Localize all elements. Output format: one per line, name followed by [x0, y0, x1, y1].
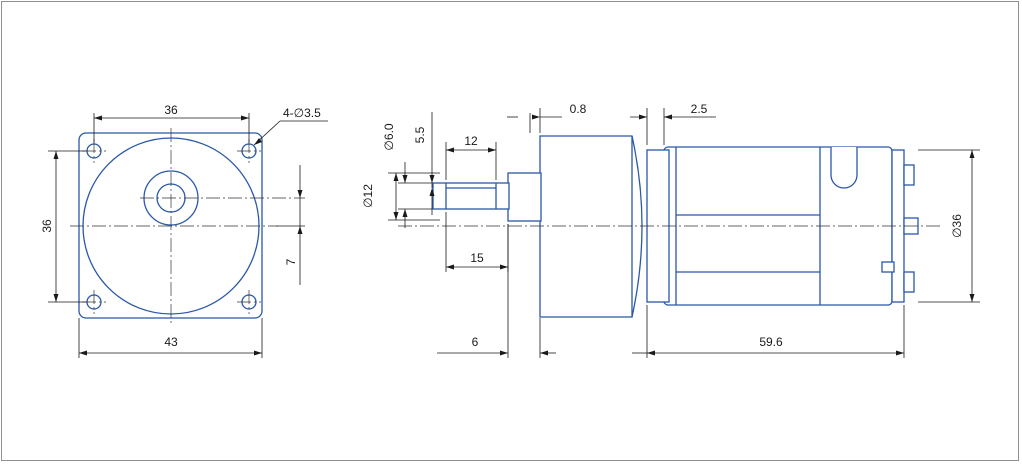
dim-front-width-bottom: 43 — [164, 335, 178, 349]
dim-motor-dia: ∅36 — [950, 214, 964, 238]
dim-shaft-dia: ∅6.0 — [382, 123, 396, 150]
output-boss — [507, 172, 542, 222]
terminal-bottom — [903, 271, 915, 293]
terminal-top — [903, 164, 915, 186]
dim-motor-length: 59.6 — [759, 335, 783, 349]
dim-flat-depth: 5.5 — [413, 126, 427, 143]
output-shaft — [432, 182, 510, 210]
dim-boss-dia: ∅12 — [361, 184, 375, 208]
dim-gap-1: 0.8 — [570, 102, 587, 116]
front-view: 36 4-∅3.5 36 43 7 — [40, 103, 328, 358]
dim-boss-length: 6 — [472, 335, 479, 349]
dim-shaft-offset: 7 — [284, 258, 298, 265]
side-view: 0.8 2.5 12 ∅6.0 5.5 — [361, 102, 980, 358]
flange-plate — [78, 132, 263, 319]
motor-slot — [830, 147, 858, 189]
dim-flat-length: 12 — [464, 134, 478, 148]
tab-small — [881, 261, 895, 273]
dim-front-height-left: 36 — [40, 219, 54, 233]
dim-front-width-top: 36 — [164, 103, 178, 117]
dim-hole-callout: 4-∅3.5 — [283, 106, 321, 120]
gearbox-body — [539, 135, 643, 318]
dim-gap-2: 2.5 — [691, 102, 708, 116]
dim-shaft-length: 15 — [470, 251, 484, 265]
